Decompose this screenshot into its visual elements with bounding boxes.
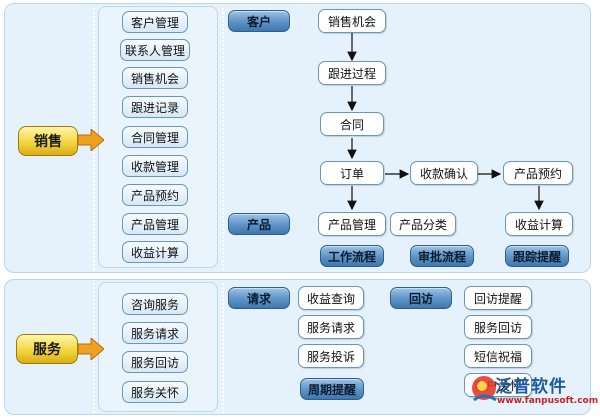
module-followup-record[interactable]: 跟进记录 (122, 96, 188, 118)
flow-revisit-tag[interactable]: 回访 (390, 287, 452, 309)
flow-followup-process[interactable]: 跟进过程 (318, 61, 386, 85)
sales-tag[interactable]: 销售 (18, 126, 78, 156)
service-tag[interactable]: 服务 (16, 334, 78, 364)
module-payment-management[interactable]: 收款管理 (122, 155, 188, 177)
module-product-reservation[interactable]: 产品预约 (122, 184, 188, 206)
module-service-care[interactable]: 服务关怀 (122, 381, 188, 403)
module-consulting-service[interactable]: 咨询服务 (122, 293, 188, 315)
flow-customer-tag[interactable]: 客户 (228, 10, 290, 32)
flow-profit-calculation[interactable]: 收益计算 (505, 212, 573, 236)
flow-service-request[interactable]: 服务请求 (298, 315, 364, 339)
brand-logo-icon (472, 376, 497, 402)
module-contract-management[interactable]: 合同管理 (122, 126, 188, 148)
flow-workflow-button[interactable]: 工作流程 (320, 245, 384, 267)
module-service-revisit[interactable]: 服务回访 (122, 351, 188, 373)
flow-product-reservation[interactable]: 产品预约 (503, 161, 573, 185)
flow-profit-query[interactable]: 收益查询 (298, 286, 364, 310)
flow-periodic-remind-button[interactable]: 周期提醒 (300, 378, 364, 400)
module-sales-opportunity[interactable]: 销售机会 (122, 67, 188, 89)
flow-approval-button[interactable]: 审批流程 (410, 245, 474, 267)
service-divider-right (222, 283, 224, 413)
flow-order[interactable]: 订单 (320, 161, 384, 185)
flow-request-tag[interactable]: 请求 (228, 287, 290, 309)
flow-product-management[interactable]: 产品管理 (318, 212, 386, 236)
flow-contract[interactable]: 合同 (320, 112, 384, 136)
flow-service-revisit[interactable]: 服务回访 (464, 315, 532, 339)
flow-tracking-remind-button[interactable]: 跟踪提醒 (505, 245, 569, 267)
module-profit-calculation[interactable]: 收益计算 (122, 241, 188, 263)
flow-product-category[interactable]: 产品分类 (390, 212, 456, 236)
sales-arrow-icon (78, 129, 104, 151)
module-product-management[interactable]: 产品管理 (122, 213, 188, 235)
watermark-url: www.fanpusoft.com (497, 396, 599, 406)
sales-divider-right (222, 8, 224, 270)
module-service-request[interactable]: 服务请求 (122, 322, 188, 344)
flow-revisit-remind[interactable]: 回访提醒 (464, 286, 532, 310)
watermark-brand: 泛普软件 (495, 377, 567, 397)
service-arrow-icon (78, 338, 104, 360)
module-customer-management[interactable]: 客户管理 (122, 11, 188, 33)
flow-payment-confirm[interactable]: 收款确认 (410, 161, 478, 185)
flow-sms-blessing[interactable]: 短信祝福 (464, 344, 532, 368)
flow-service-complaint[interactable]: 服务投诉 (298, 344, 364, 368)
flow-sales-opportunity[interactable]: 销售机会 (318, 9, 386, 33)
flow-product-tag[interactable]: 产品 (228, 213, 290, 235)
module-contact-management[interactable]: 联系人管理 (120, 39, 190, 61)
